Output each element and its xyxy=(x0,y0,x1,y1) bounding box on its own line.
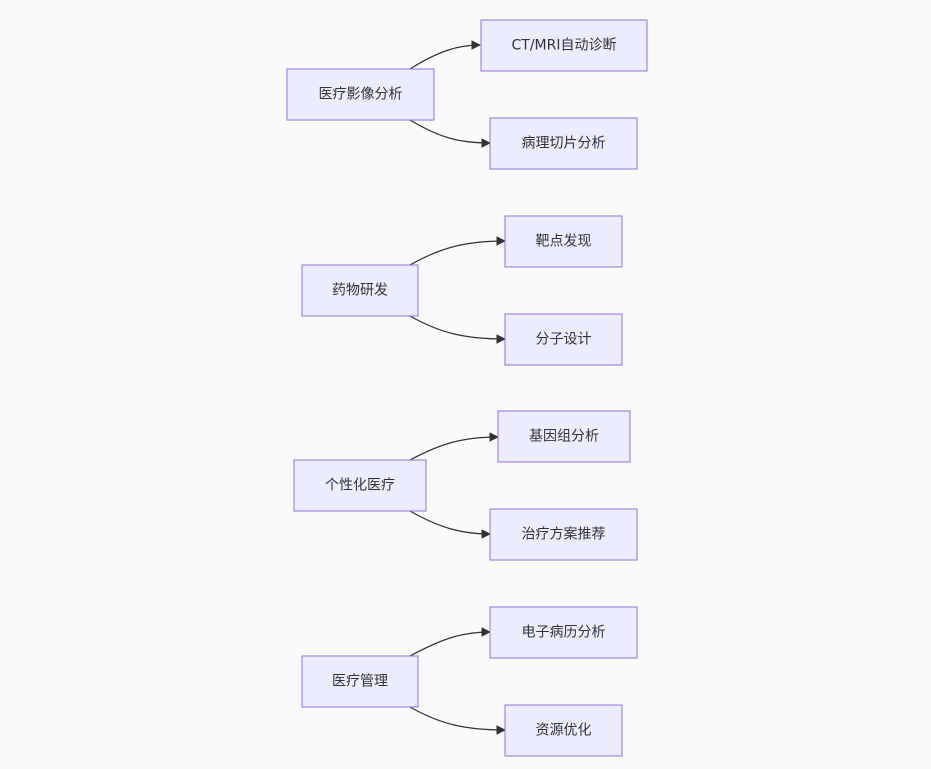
node-target-discovery[interactable]: 靶点发现 xyxy=(504,215,623,268)
node-ct-mri-diagnosis[interactable]: CT/MRI自动诊断 xyxy=(480,19,648,72)
node-emr-analysis[interactable]: 电子病历分析 xyxy=(489,606,638,659)
node-label: 治疗方案推荐 xyxy=(522,526,606,543)
node-label: 分子设计 xyxy=(536,332,592,348)
node-genome-analysis[interactable]: 基因组分析 xyxy=(497,410,631,463)
node-medical-imaging[interactable]: 医疗影像分析 xyxy=(286,68,435,121)
edge-personalized-to-treatment xyxy=(409,510,491,539)
node-label: 电子病历分析 xyxy=(522,625,606,641)
node-label: 资源优化 xyxy=(536,723,592,739)
node-label: 医疗管理 xyxy=(332,674,388,690)
node-label: CT/MRI自动诊断 xyxy=(512,38,617,54)
node-label: 医疗影像分析 xyxy=(319,87,403,103)
node-pathology-slide-analysis[interactable]: 病理切片分析 xyxy=(489,117,638,170)
node-label: 基因组分析 xyxy=(529,428,599,445)
edge-management-to-resources xyxy=(409,706,506,735)
node-label: 病理切片分析 xyxy=(522,136,606,152)
group-personalized-medicine: 个性化医疗 基因组分析 治疗方案推荐 xyxy=(293,410,638,561)
edge-imaging-to-ct-mri xyxy=(409,40,481,70)
group-drug-discovery: 药物研发 靶点发现 分子设计 xyxy=(301,215,623,366)
group-healthcare-management: 医疗管理 电子病历分析 资源优化 xyxy=(301,606,638,757)
edge-drug-to-molecule xyxy=(409,315,506,344)
node-treatment-recommendation[interactable]: 治疗方案推荐 xyxy=(489,508,638,561)
node-label: 药物研发 xyxy=(332,283,388,299)
node-resource-optimization[interactable]: 资源优化 xyxy=(504,704,623,757)
node-label: 靶点发现 xyxy=(536,234,592,250)
node-drug-discovery[interactable]: 药物研发 xyxy=(301,264,419,317)
node-healthcare-management[interactable]: 医疗管理 xyxy=(301,655,419,708)
edge-imaging-to-pathology xyxy=(409,119,491,148)
node-personalized-medicine[interactable]: 个性化医疗 xyxy=(293,459,427,512)
edge-drug-to-target xyxy=(409,236,506,266)
node-label: 个性化医疗 xyxy=(325,478,395,494)
edge-personalized-to-genome xyxy=(409,432,499,461)
node-molecule-design[interactable]: 分子设计 xyxy=(504,313,623,366)
group-medical-imaging: 医疗影像分析 CT/MRI自动诊断 病理切片分析 xyxy=(286,19,648,170)
edge-management-to-emr xyxy=(409,627,491,657)
